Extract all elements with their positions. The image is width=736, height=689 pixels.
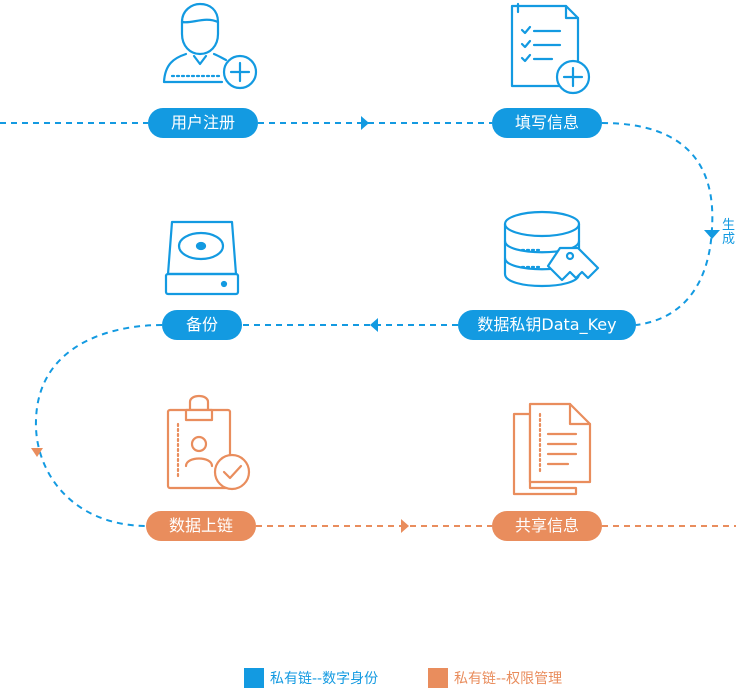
step-backup: 备份 [162,310,242,340]
user-add-icon [162,2,258,90]
legend-swatch-blue [244,668,264,688]
step-data-key: 数据私钥Data_Key [458,310,636,340]
blue-connector-arrows [361,116,720,332]
documents-icon [512,402,592,496]
form-add-icon [510,2,591,95]
legend-item-digital-identity: 私有链--数字身份 [244,667,378,689]
hard-drive-icon [164,220,240,296]
step-share-info: 共享信息 [492,511,602,541]
connector-label-generate: 生成 [722,218,736,247]
legend-item-permission-management: 私有链--权限管理 [428,667,562,689]
step-user-register: 用户注册 [148,108,258,138]
database-key-icon [503,210,600,288]
legend-label: 私有链--权限管理 [454,671,563,687]
legend-label: 私有链--数字身份 [270,671,379,687]
step-fill-info: 填写信息 [492,108,602,138]
clipboard-person-check-icon [166,394,251,491]
legend-swatch-orange [428,668,448,688]
step-data-on-chain: 数据上链 [146,511,256,541]
blue-connector-lines [0,122,714,527]
orange-connector-arrows [31,448,409,533]
